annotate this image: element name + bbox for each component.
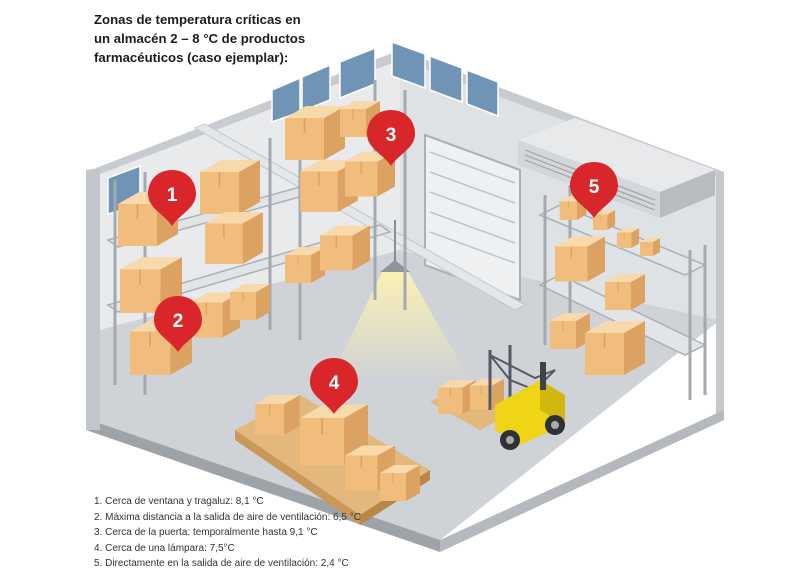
marker-5: 5 — [570, 162, 618, 218]
legend-list: 1. Cerca de ventana y tragaluz: 8,1 °C 2… — [94, 494, 361, 572]
legend-item: 2. Máxima distancia a la salida de aire … — [94, 511, 361, 523]
marker-label: 4 — [329, 373, 340, 394]
ceiling-beam — [193, 123, 527, 311]
map-pin-icon — [310, 358, 358, 414]
marker-1: 1 — [148, 170, 196, 226]
marker-label: 1 — [167, 185, 178, 206]
left-rack — [106, 80, 407, 395]
right-rack — [538, 185, 707, 400]
legend-item: 1. Cerca de ventana y tragaluz: 8,1 °C — [94, 496, 264, 507]
marker-4: 4 — [310, 358, 358, 414]
marker-label: 3 — [386, 125, 397, 146]
rolling-door-icon — [424, 133, 521, 302]
legend-item: 3. Cerca de la puerta: temporalmente has… — [94, 527, 318, 538]
skylight-icon — [107, 46, 376, 215]
marker-2: 2 — [154, 296, 202, 352]
map-pin-icon — [367, 110, 415, 166]
legend-item: 4. Cerca de una lámpara: 7,5°C — [94, 542, 235, 554]
map-pin-icon — [148, 170, 196, 226]
marker-label: 2 — [173, 311, 184, 332]
map-pin-icon — [570, 162, 618, 218]
legend-item: 5. Directamente en la salida de aire de … — [94, 558, 349, 569]
marker-3: 3 — [367, 110, 415, 166]
map-pin-icon — [154, 296, 202, 352]
title-line: farmacéuticos (caso ejemplar): — [94, 50, 289, 65]
forklift-icon — [488, 345, 565, 450]
title-line: Zonas de temperatura críticas en — [94, 12, 301, 27]
ceiling-lamp-icon — [330, 220, 470, 380]
title-line: un almacén 2 – 8 °C de productos — [94, 31, 306, 46]
pallet-stack — [235, 395, 430, 525]
diagram-title: Zonas de temperatura críticas en un alma… — [94, 10, 334, 67]
marker-label: 5 — [589, 177, 600, 198]
